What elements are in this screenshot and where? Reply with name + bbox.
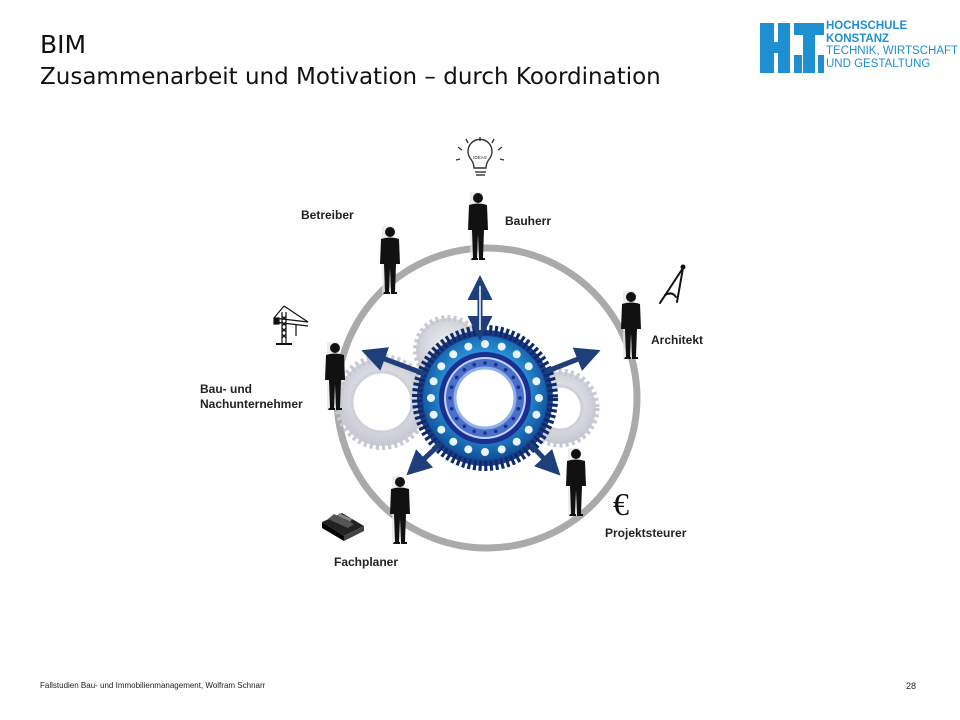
gear-hole: [532, 410, 541, 419]
compass-icon: [659, 264, 686, 304]
gear-hole: [497, 445, 506, 454]
person-betreiber: [380, 226, 400, 294]
gear-hole: [518, 396, 522, 400]
person-projektsteurer: [566, 448, 586, 516]
toolbox-icon: [322, 513, 364, 541]
gear-hole: [437, 425, 446, 434]
footer-text: Fallstudien Bau- und Immobilienmanagemen…: [40, 681, 266, 690]
gear-hole: [472, 362, 477, 367]
main-gear: [412, 325, 558, 471]
gear-hole: [535, 394, 543, 402]
crane-icon: [273, 305, 309, 345]
gear-hole: [449, 385, 454, 390]
gear-hole: [524, 425, 533, 434]
gear-hole: [449, 407, 454, 411]
gear-hole: [481, 448, 489, 456]
gear-hole: [511, 375, 516, 380]
gear-hole: [449, 437, 458, 446]
gear-hole: [483, 361, 487, 365]
label-betreiber: Betreiber: [301, 208, 354, 222]
label-architekt: Architekt: [651, 333, 704, 347]
gear-hole: [448, 396, 452, 400]
label-projektsteurer: Projektsteurer: [605, 526, 687, 540]
logo-line-4: UND GESTALTUNG: [826, 57, 931, 70]
lightbulb-ideas-icon: [455, 137, 505, 176]
gear-holes: [427, 340, 543, 456]
gear-hole: [429, 377, 438, 386]
gear-hole: [532, 377, 541, 386]
page-number: 28: [906, 681, 917, 691]
label-bauherr: Bauherr: [505, 214, 552, 228]
gear-hole: [494, 429, 498, 434]
gear-hole: [512, 350, 521, 359]
label-fachplaner: Fachplaner: [334, 555, 399, 569]
htwg-logo-icon: [760, 23, 824, 73]
gear-hole: [427, 394, 435, 402]
gear-hole: [524, 362, 533, 371]
arrow-fachplaner: [406, 442, 442, 476]
logo-text: HOCHSCHULE KONSTANZ TECHNIK, WIRTSCHAFT …: [826, 20, 958, 70]
gear-hole: [462, 424, 467, 429]
label-bau-nachunternehmer: Bau- und Nachunternehmer: [200, 382, 303, 411]
gear-hole: [464, 342, 473, 351]
gear-hole: [454, 375, 459, 380]
gear-hole: [516, 407, 521, 411]
gear-hole: [511, 416, 516, 421]
gear-hole: [512, 437, 521, 446]
gear-hole: [462, 367, 467, 372]
logo-line-1: HOCHSCHULE: [826, 20, 908, 32]
person-bauunternehmer: [325, 342, 345, 410]
slide-subtitle: Zusammenarbeit und Motivation – durch Ko…: [40, 64, 661, 90]
person-bauherr: [468, 192, 488, 260]
gear-hole: [497, 342, 506, 351]
gear-hole: [464, 445, 473, 454]
arrow-architekt: [544, 347, 601, 375]
gear-hole: [483, 431, 487, 435]
gear-hole: [503, 367, 508, 372]
gear-hole: [481, 340, 489, 348]
logo-line-2: KONSTANZ: [826, 32, 890, 45]
gear-hole: [516, 385, 521, 390]
bulb-text: IDEAS: [473, 155, 487, 160]
person-architekt: [621, 291, 641, 359]
euro-icon: €: [613, 486, 629, 522]
arrow-projektsteurer: [528, 442, 561, 476]
slide-title: BIM: [40, 30, 87, 59]
gear-hole: [454, 416, 459, 421]
person-fachplaner: [390, 476, 410, 544]
logo-line-3: TECHNIK, WIRTSCHAFT: [826, 45, 959, 57]
gear-hole: [494, 362, 498, 367]
gear-hole: [449, 350, 458, 359]
gear-hole: [503, 424, 508, 429]
gear-hole: [472, 429, 477, 434]
gear-hole: [429, 410, 438, 419]
arrow-bauunternehmer: [361, 347, 426, 377]
gear-hole: [437, 362, 446, 371]
